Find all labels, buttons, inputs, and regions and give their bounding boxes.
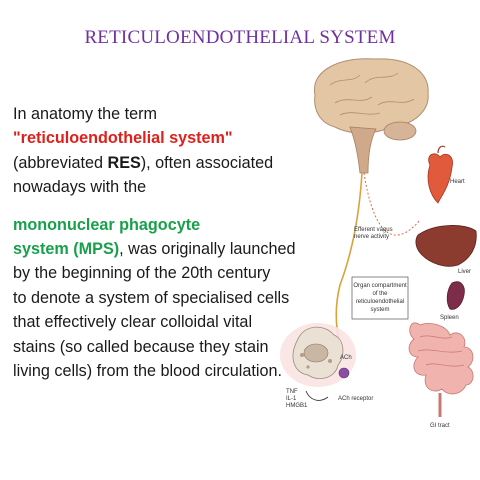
text-line: (abbreviated RES), often associated bbox=[13, 151, 283, 175]
liver-label: Liver bbox=[458, 269, 471, 275]
res-abbreviation: RES bbox=[107, 153, 141, 172]
tnf-label: TNF bbox=[286, 389, 298, 395]
gi-tract-illustration: GI tract bbox=[408, 322, 474, 429]
spleen-illustration: Spleen bbox=[440, 281, 465, 321]
highlight-mps-abbrev: system (MPS) bbox=[13, 240, 120, 259]
heart-label: Heart bbox=[450, 179, 465, 185]
res-illustration: Efferent vagus nerve activity Organ comp… bbox=[280, 55, 478, 435]
efferent-vagus-label-2: nerve activity bbox=[354, 234, 389, 240]
liver-illustration: Liver bbox=[415, 225, 477, 275]
efferent-vagus-label-1: Efferent vagus bbox=[354, 227, 393, 233]
text-line: nowadays with the bbox=[13, 178, 147, 197]
organ-label-1: Organ compartment bbox=[353, 283, 407, 289]
res-diagram: Efferent vagus nerve activity Organ comp… bbox=[280, 58, 477, 429]
paragraph-gap bbox=[13, 200, 283, 213]
brain-illustration bbox=[314, 58, 429, 174]
text-line: that effectively clear colloidal vital bbox=[13, 313, 253, 332]
text-segment: (abbreviated bbox=[13, 153, 108, 172]
organ-label-2: of the bbox=[372, 291, 388, 297]
hmgb1-label: HMGB1 bbox=[286, 403, 308, 409]
organ-label-3: reticuloendothelial bbox=[356, 299, 404, 305]
ach-receptor: ACh ACh receptor bbox=[338, 355, 373, 402]
macrophage-cell bbox=[280, 323, 356, 387]
text-segment: , was originally launched bbox=[119, 240, 296, 259]
slide-title: RETICULOENDOTHELIAL SYSTEM bbox=[84, 27, 396, 48]
cytokine-arrow bbox=[305, 390, 329, 401]
il1-label: IL-1 bbox=[286, 396, 297, 402]
text-line: to denote a system of specialised cells bbox=[13, 288, 290, 307]
text-segment: ), often associated bbox=[140, 153, 274, 172]
spleen-label: Spleen bbox=[440, 315, 459, 321]
nerve-branch-line bbox=[363, 172, 421, 236]
text-line: system (MPS), was originally launched bbox=[13, 237, 296, 261]
organ-label-4: system bbox=[370, 307, 389, 313]
body-paragraph: In anatomy the term "reticuloendothelial… bbox=[13, 102, 296, 383]
text-line: by the beginning of the 20th century bbox=[13, 264, 271, 283]
ach-receptor-label: ACh receptor bbox=[338, 396, 373, 402]
highlight-res-term: "reticuloendothelial system" bbox=[13, 129, 233, 148]
ach-label: ACh bbox=[340, 355, 352, 361]
text-line: In anatomy the term bbox=[13, 105, 157, 123]
vagus-nerve-line bbox=[335, 172, 363, 346]
text-line: living cells) from the blood circulation… bbox=[13, 362, 283, 381]
gi-tract-label: GI tract bbox=[430, 423, 450, 429]
text-line: stains (so called because they stain bbox=[13, 337, 269, 356]
organ-compartment-box: Organ compartment of the reticuloendothe… bbox=[351, 276, 409, 320]
heart-illustration: Heart bbox=[427, 145, 465, 204]
highlight-mps-term: mononuclear phagocyte bbox=[13, 215, 201, 234]
